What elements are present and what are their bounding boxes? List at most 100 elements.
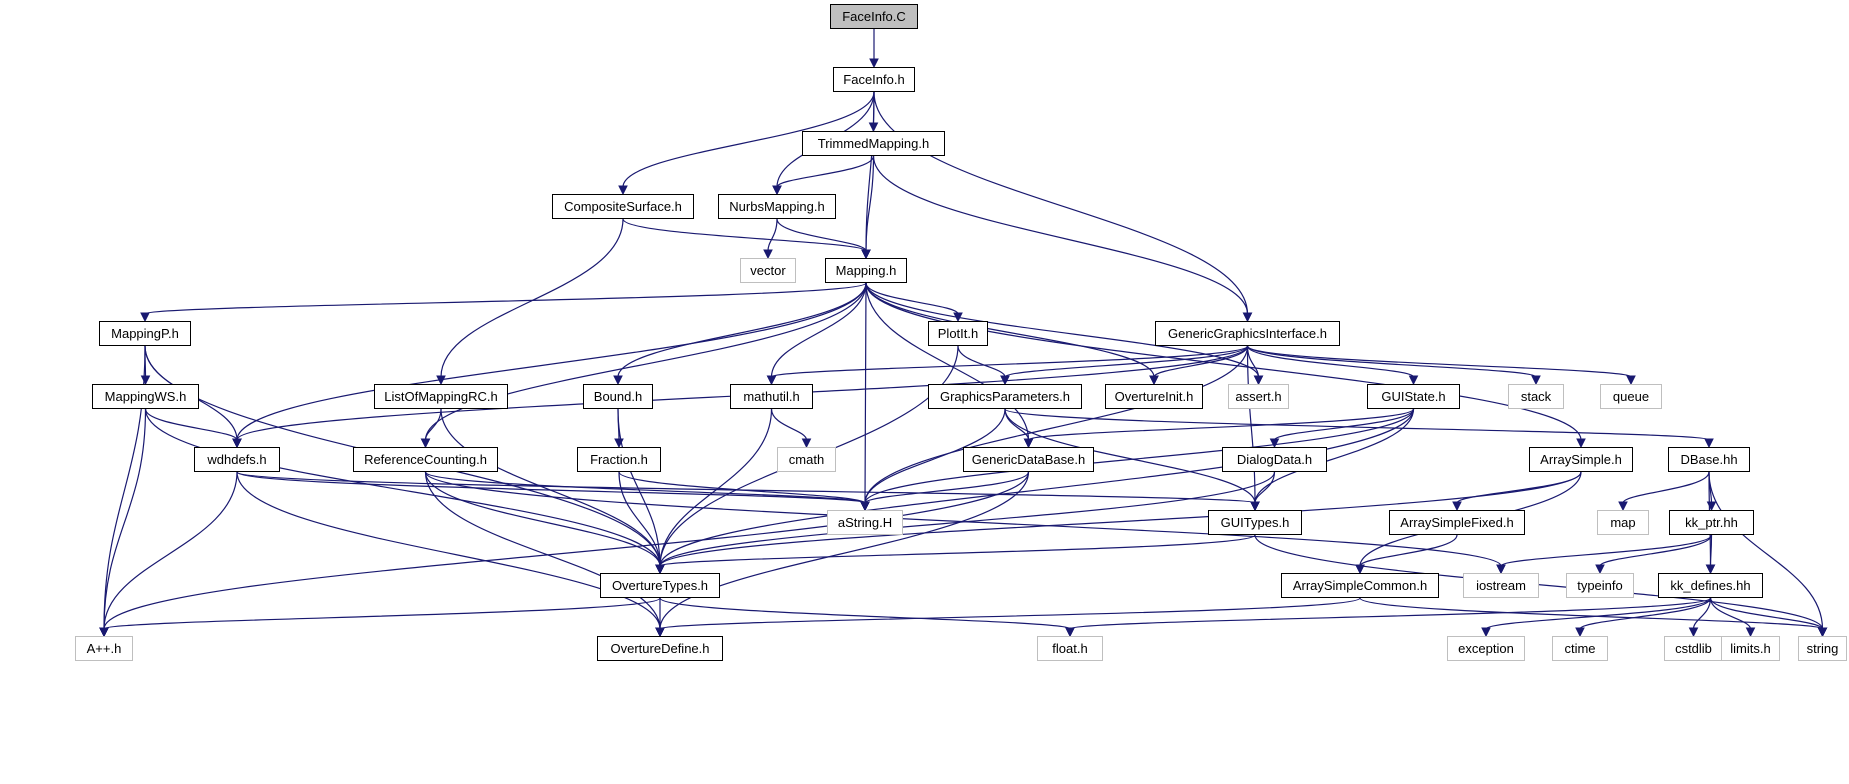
- node-overtureinit-h[interactable]: OvertureInit.h: [1105, 384, 1203, 409]
- arrowhead-kkdefines-to-cstdlib: [1688, 627, 1699, 638]
- node-guitypes-h[interactable]: GUITypes.h: [1208, 510, 1302, 535]
- node-dialogdata-h[interactable]: DialogData.h: [1222, 447, 1327, 472]
- edge-graphicsparams-to-astring: [864, 408, 1006, 504]
- arrowhead-dbase-to-kkptr: [1706, 501, 1717, 512]
- node-trimmedmapping-h[interactable]: TrimmedMapping.h: [802, 131, 945, 156]
- node-compositesurface-h[interactable]: CompositeSurface.h: [552, 194, 694, 219]
- node-arraysimplefixed-h[interactable]: ArraySimpleFixed.h: [1389, 510, 1525, 535]
- node-plotit-h[interactable]: PlotIt.h: [928, 321, 988, 346]
- edge-ggi-to-graphicsparams: [1004, 345, 1249, 378]
- arrowhead-kkptr-to-typeinfo: [1595, 564, 1605, 575]
- edge-dialogdata-to-guitypes: [1254, 471, 1276, 504]
- arrowhead-gdb-to-astring: [860, 501, 870, 512]
- edge-ggi-to-queue: [1246, 345, 1632, 378]
- edge-kkdefines-to-string: [1709, 597, 1824, 630]
- edge-ggi-to-overtureinit: [1153, 345, 1249, 378]
- edge-mapping-to-arraysimple: [865, 282, 1582, 441]
- edge-fraction-to-overturetypes: [618, 471, 661, 567]
- node-mappingp-h[interactable]: MappingP.h: [99, 321, 191, 346]
- node-arraysimplecommon-h[interactable]: ArraySimpleCommon.h: [1281, 573, 1439, 598]
- edge-plotit-to-graphicsparams: [957, 345, 1006, 378]
- arrowhead-overturetypes-to-overturedefine: [655, 627, 665, 638]
- node-cstdlib: cstdlib: [1664, 636, 1723, 661]
- arrowhead-kkdefines-to-exception: [1481, 627, 1491, 638]
- edge-ggi-to-astring: [864, 345, 1249, 504]
- edge-kkdefines-to-cstdlib: [1692, 597, 1712, 630]
- node-float-h: float.h: [1037, 636, 1103, 661]
- node-mappingws-h[interactable]: MappingWS.h: [92, 384, 199, 409]
- edge-arraysimple-to-overturetypes: [659, 471, 1582, 567]
- node-arraysimple-h[interactable]: ArraySimple.h: [1529, 447, 1633, 472]
- arrowhead-kkdefines-to-ctime: [1575, 627, 1585, 638]
- edge-overturetypes-to-app: [103, 597, 661, 630]
- arrowhead-ggi-to-overtureinit: [1149, 375, 1159, 386]
- arrowhead-arraysimplefixed-to-arraysimplecommon: [1355, 564, 1365, 575]
- edge-mapping-to-wdhdefs: [236, 282, 867, 441]
- arrowhead-overturetypes-to-float: [1065, 627, 1075, 638]
- node-kk-ptr-hh[interactable]: kk_ptr.hh: [1669, 510, 1754, 535]
- edge-kkptr-to-iostream: [1500, 534, 1713, 567]
- node-faceinfo-h[interactable]: FaceInfo.h: [833, 67, 915, 92]
- node-overturedefine-h[interactable]: OvertureDefine.h: [597, 636, 723, 661]
- node-a-h: A++.h: [75, 636, 133, 661]
- edge-refcount-to-overturetypes: [424, 471, 661, 567]
- edge-ggi-to-mathutil: [770, 345, 1249, 378]
- node-faceinfo-c[interactable]: FaceInfo.C: [830, 4, 918, 29]
- edge-dialogdata-to-overturetypes: [659, 471, 1276, 567]
- arrowhead-guistate-to-dialogdata: [1269, 438, 1280, 449]
- node-overturetypes-h[interactable]: OvertureTypes.h: [600, 573, 720, 598]
- node-queue: queue: [1600, 384, 1662, 409]
- edge-trimmed-to-mapping: [865, 155, 875, 252]
- edge-refcount-to-iostream: [424, 471, 1502, 567]
- node-limits-h: limits.h: [1721, 636, 1780, 661]
- arrowhead-ggi-to-stack: [1531, 375, 1541, 386]
- node-fraction-h[interactable]: Fraction.h: [577, 447, 661, 472]
- node-dbase-hh[interactable]: DBase.hh: [1668, 447, 1750, 472]
- edge-guitypes-to-overturetypes: [659, 534, 1256, 567]
- arrowhead-ggi-to-guistate: [1408, 375, 1419, 386]
- node-mathutil-h[interactable]: mathutil.h: [730, 384, 813, 409]
- arrowhead-dbase-to-map: [1618, 501, 1628, 512]
- edge-guistate-to-guitypes: [1254, 408, 1415, 504]
- edge-mapping-to-mappingp: [144, 282, 867, 315]
- node-bound-h[interactable]: Bound.h: [583, 384, 653, 409]
- node-listofmappingrc-h[interactable]: ListOfMappingRC.h: [374, 384, 508, 409]
- node-guistate-h[interactable]: GUIState.h: [1367, 384, 1460, 409]
- node-wdhdefs-h[interactable]: wdhdefs.h: [194, 447, 280, 472]
- node-referencecounting-h[interactable]: ReferenceCounting.h: [353, 447, 498, 472]
- arrowhead-ggi-to-wdhdefs: [232, 438, 242, 449]
- arrowhead-trimmed-to-ggi: [1242, 312, 1253, 323]
- edge-mapping-to-overtureinit: [865, 282, 1155, 378]
- node-kk-defines-hh[interactable]: kk_defines.hh: [1658, 573, 1763, 598]
- arrowhead-kkdefines-to-limits: [1745, 627, 1756, 638]
- edge-guistate-to-astring: [864, 408, 1415, 504]
- edge-trimmed-to-ggi: [872, 155, 1249, 315]
- arrowhead-root-to-faceinfo_h: [869, 58, 879, 69]
- edge-arraysimplefixed-to-arraysimplecommon: [1359, 534, 1458, 567]
- node-typeinfo: typeinfo: [1566, 573, 1634, 598]
- arrowhead-ggi-to-assert: [1253, 375, 1264, 386]
- node-ctime: ctime: [1552, 636, 1608, 661]
- edge-mapping-to-refcount: [424, 282, 867, 441]
- node-nurbsmapping-h[interactable]: NurbsMapping.h: [718, 194, 836, 219]
- edge-ggi-to-stack: [1246, 345, 1537, 378]
- node-assert-h: assert.h: [1228, 384, 1289, 409]
- node-mapping-h[interactable]: Mapping.h: [825, 258, 907, 283]
- node-graphicsparameters-h[interactable]: GraphicsParameters.h: [928, 384, 1082, 409]
- edge-wdhdefs-to-astring: [236, 471, 866, 504]
- edge-composite-to-listofmapping: [440, 218, 624, 378]
- node-genericdatabase-h[interactable]: GenericDataBase.h: [963, 447, 1094, 472]
- arrowhead-trimmed-to-nurbs: [772, 185, 782, 196]
- node-genericgraphicsinterface-h[interactable]: GenericGraphicsInterface.h: [1155, 321, 1340, 346]
- node-stack: stack: [1508, 384, 1564, 409]
- edge-kkptr-to-typeinfo: [1599, 534, 1713, 567]
- arrowhead-mathutil-to-cmath: [801, 438, 812, 449]
- arrowhead-mapping-to-arraysimple: [1576, 438, 1586, 449]
- arrowhead-nurbs-to-mapping: [861, 249, 871, 260]
- node-cmath: cmath: [777, 447, 836, 472]
- arrowhead-kkdefines-to-string: [1817, 627, 1828, 638]
- arrowhead-kkptr-to-kkdefines: [1705, 564, 1716, 575]
- arrowhead-mapping-to-bound: [613, 375, 623, 386]
- arrowhead-graphicsparams-to-dbase: [1704, 438, 1714, 449]
